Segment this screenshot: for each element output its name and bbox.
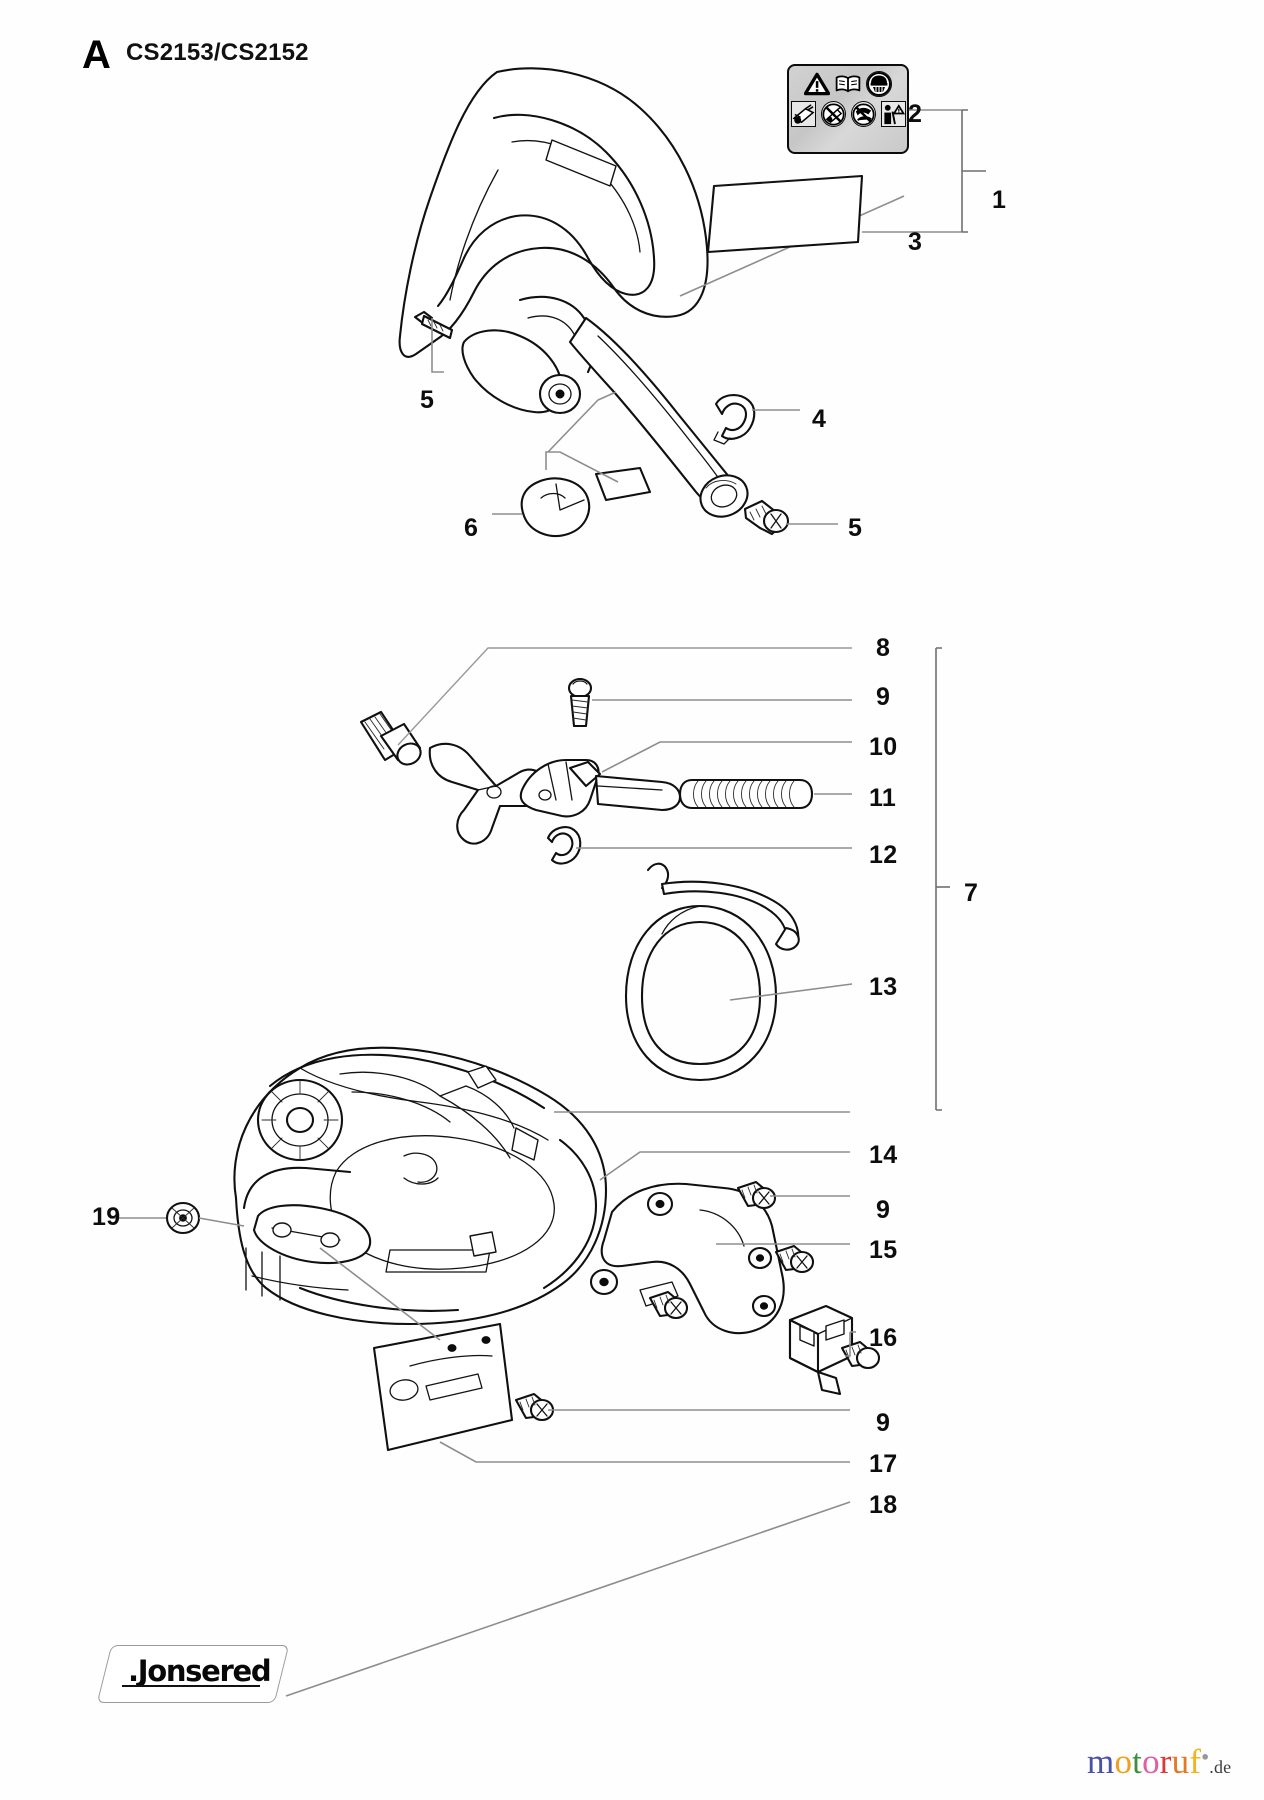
screw-9-lower-mid [648,1290,689,1320]
watermark-r: r [1159,1742,1172,1781]
brand-decal-rule [122,1685,260,1687]
page-title: CS2153/CS2152 [126,39,309,66]
screw-9-upper-right [736,1180,777,1210]
callout-12-e-clip: 12 [869,841,898,869]
watermark-o2: o [1142,1742,1160,1781]
no-contact-icon [850,101,876,127]
callout-9-screw: 9 [876,1196,891,1224]
screw-upper-5 [413,310,454,340]
clutch-cover-assembly [233,1046,608,1326]
plate-letter: A [82,33,111,77]
screw-lower-5 [743,499,790,536]
callout-18-brand-decal: 18 [869,1491,898,1519]
warning-triangle-icon [804,71,830,97]
callout-10-brake-link-arm: 10 [869,733,898,761]
callout-16-chain-tensioner: 16 [869,1324,898,1352]
callout-14-clutch-cover: 14 [869,1141,898,1169]
manual-book-icon [835,71,861,97]
callout-1-decal-kit-bracket: 1 [992,186,1007,214]
watermark-o1: o [1114,1742,1133,1781]
watermark-t: t [1132,1742,1143,1781]
callout-4-spring-clip: 4 [812,405,827,433]
callout-9-screw: 9 [876,1409,891,1437]
brake-cam-6 [520,466,652,538]
callout-9-screw: 9 [876,683,891,711]
decal-row-bottom [790,101,906,127]
spring-clip-4 [713,394,756,445]
screw-9-bottom [514,1392,555,1422]
callout-6-brake-cam-washer: 6 [464,514,479,542]
callout-15-chain-catcher-bracket: 15 [869,1236,898,1264]
callout-19-bar-nut: 19 [92,1203,121,1231]
callout-3-blank-decal: 3 [908,228,923,256]
side-plate-17 [372,1322,514,1452]
callout-5-screw-lower: 5 [848,514,863,542]
watermark-dot: ● [1201,1748,1210,1764]
decal-row-top [795,71,901,97]
safety-warning-decal [787,64,909,154]
brake-mechanism [359,677,814,1082]
e-clip-12 [546,826,582,865]
helmet-icon [866,71,892,97]
brake-band-13 [624,862,800,1082]
blank-decal-3 [706,174,864,254]
callout-11-brake-spring: 11 [869,784,897,812]
brake-lever-yoke [428,742,548,845]
callout-17-side-plate: 17 [869,1450,898,1478]
brake-spring-11 [678,778,814,810]
watermark-u: u [1171,1742,1190,1781]
watermark-m: m [1087,1742,1115,1781]
bar-nut-19 [165,1201,201,1235]
no-one-hand-icon [820,101,846,127]
callout-2-safety-decal: 2 [908,100,923,128]
callout-13-brake-band: 13 [869,973,898,1001]
operator-ppe-icon [880,101,906,127]
watermark-f: f [1189,1742,1202,1781]
watermark-tld: .de [1209,1757,1232,1777]
callout-8-brake-lever-shaft: 8 [876,634,891,662]
callout-5-screw-upper: 5 [420,386,435,414]
watermark: motoruf●.de [1087,1742,1231,1782]
kickback-icon [790,101,816,127]
callout-7-chain-brake-assembly: 7 [964,879,979,907]
screw-9-mid-right [774,1244,815,1274]
brand-decal-text: .Jonsered [128,1654,272,1688]
brake-link-10 [519,758,682,818]
brake-screw-9 [567,677,593,728]
brand-decal: .Jonsered [96,1645,290,1703]
brake-lever-shaft-8 [359,710,422,766]
chain-tensioner-16 [788,1304,854,1396]
hand-guard-assembly [398,67,749,518]
chain-catcher-bracket-15 [589,1182,785,1335]
